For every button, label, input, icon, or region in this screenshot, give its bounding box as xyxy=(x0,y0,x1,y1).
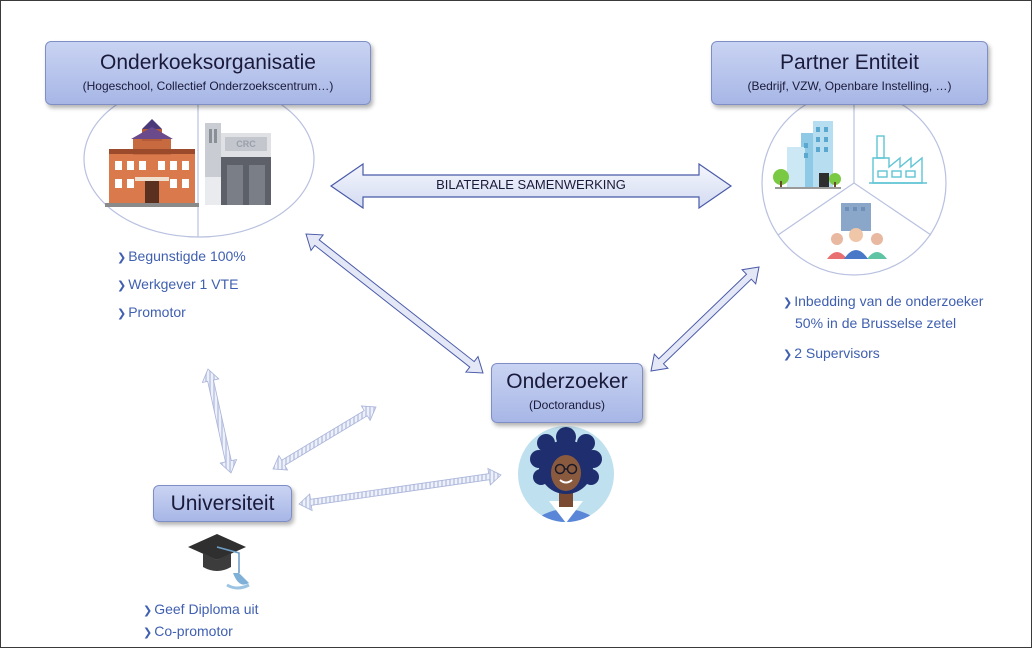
chevron-right-icon: ❯ xyxy=(117,279,127,292)
graduation-cap-icon xyxy=(188,534,250,590)
list-item: 50% in de Brusselse zetel xyxy=(783,313,983,333)
office-building-icon xyxy=(773,121,841,189)
researcher-title: Onderzoeker xyxy=(506,370,628,393)
chevron-right-icon: ❯ xyxy=(117,251,127,264)
research-org-title: Onderkoeksorganisatie xyxy=(100,51,316,74)
list-item: ❯Promotor xyxy=(117,302,246,324)
bullet-text: Inbedding van de onderzoeker xyxy=(794,293,984,309)
factory-icon xyxy=(869,135,927,184)
chevron-right-icon: ❯ xyxy=(783,348,793,361)
list-item: ❯Begunstigde 100% xyxy=(117,246,246,268)
bilateral-label: BILATERALE SAMENWERKING xyxy=(436,177,626,192)
chevron-right-icon: ❯ xyxy=(143,626,153,639)
partner-subtitle: (Bedrijf, VZW, Openbare Instelling, …) xyxy=(747,79,952,93)
chevron-right-icon: ❯ xyxy=(117,307,127,320)
people-group-icon xyxy=(827,203,887,259)
research-org-bullets: ❯Begunstigde 100% ❯Werkgever 1 VTE ❯Prom… xyxy=(117,246,246,324)
partner-title: Partner Entiteit xyxy=(780,51,919,74)
list-item: ❯Werkgever 1 VTE xyxy=(117,274,246,296)
partner-box: Partner Entiteit (Bedrijf, VZW, Openbare… xyxy=(711,41,988,105)
list-item: ❯Geef Diploma uit xyxy=(143,599,259,621)
research-org-box: Onderkoeksorganisatie (Hogeschool, Colle… xyxy=(45,41,371,105)
research-center-building-icon xyxy=(205,123,271,205)
bullet-text: Geef Diploma uit xyxy=(154,601,259,617)
bullet-text: Werkgever 1 VTE xyxy=(128,276,239,292)
bullet-text: Co-promotor xyxy=(154,623,233,639)
chevron-right-icon: ❯ xyxy=(783,296,793,309)
bullet-text: Begunstigde 100% xyxy=(128,248,246,264)
research-org-subtitle: (Hogeschool, Collectief Onderzoekscentru… xyxy=(82,79,334,93)
bullet-text: 50% in de Brusselse zetel xyxy=(795,315,957,331)
org-to-university-arrow xyxy=(201,368,238,474)
university-box: Universiteit xyxy=(153,485,292,522)
partner-bullets: ❯Inbedding van de onderzoeker 50% in de … xyxy=(783,291,983,365)
partner-to-researcher-arrow xyxy=(650,266,760,372)
crc-building-label: CRC xyxy=(236,139,256,149)
researcher-box: Onderzoeker (Doctorandus) xyxy=(491,363,643,423)
chevron-right-icon: ❯ xyxy=(143,604,153,617)
university-bullets: ❯Geef Diploma uit ❯Co-promotor xyxy=(143,599,259,643)
researcher-subtitle: (Doctorandus) xyxy=(528,398,606,412)
list-item: ❯2 Supervisors xyxy=(783,343,983,365)
list-item: ❯Inbedding van de onderzoeker xyxy=(783,291,983,313)
university-to-researcher-arrow xyxy=(272,405,377,471)
researcher-avatar-icon xyxy=(518,426,614,522)
university-title: Universiteit xyxy=(170,492,275,515)
bullet-text: Promotor xyxy=(128,304,186,320)
university-to-avatar-arrow xyxy=(298,467,502,512)
list-item: ❯Co-promotor xyxy=(143,621,259,643)
bullet-text: 2 Supervisors xyxy=(794,345,880,361)
bilateral-collaboration-arrow xyxy=(329,162,733,210)
school-building-icon xyxy=(105,119,199,207)
org-to-researcher-arrow xyxy=(305,233,484,374)
